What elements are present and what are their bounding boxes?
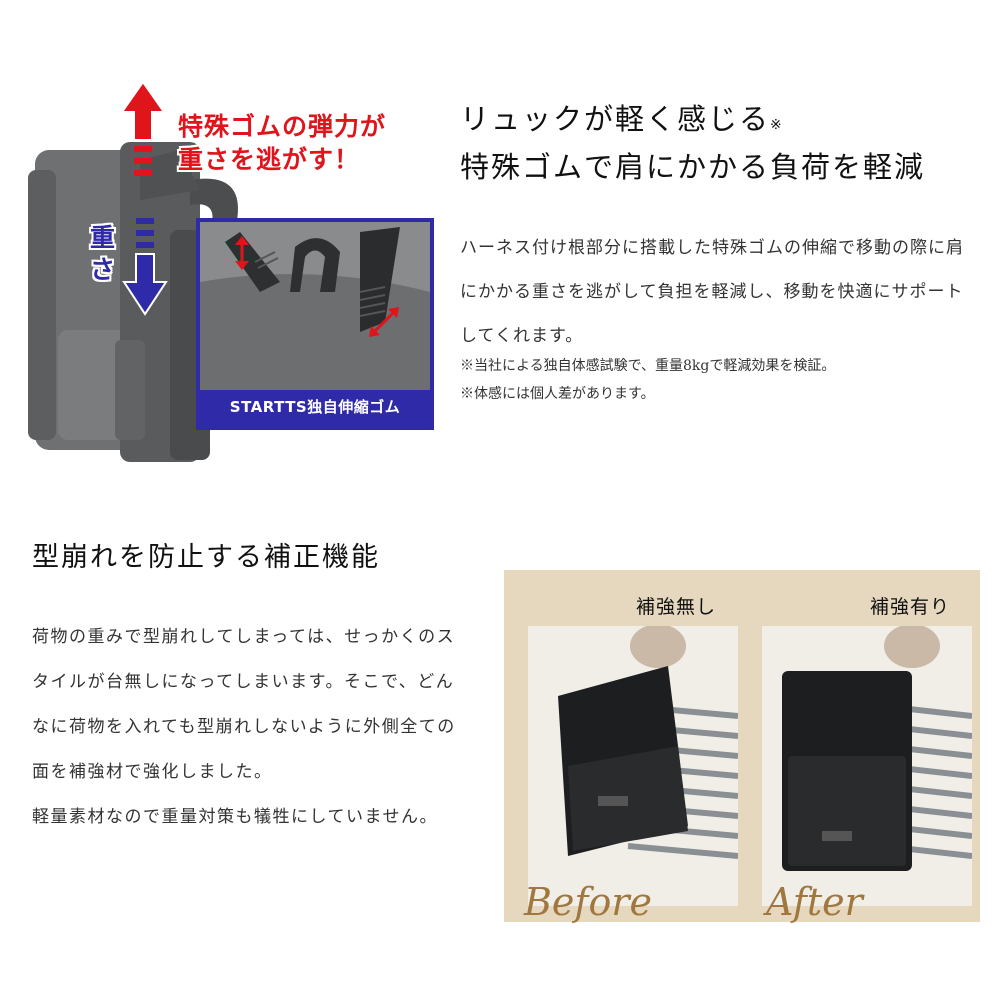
after-label: 補強有り [870,596,951,618]
callout-red: 特殊ゴムの弾力が 重さを逃がす！ [178,110,386,176]
elastic-strap-photo [200,222,430,390]
after-tag: After [766,880,863,924]
feature1-title-line2: 特殊ゴムで肩にかかる負荷を軽減 [460,150,926,184]
feature2-title: 型崩れを防止する補正機能 [32,542,380,573]
arrow-down-icon [122,218,168,316]
feature1-notes: ※当社による独自体感試験で、重量8kgで軽減効果を検証。 ※体感には個人差があり… [460,352,980,408]
after-photo [762,626,972,906]
resize-arrow-icon [235,236,249,270]
feature2-body-p1: 荷物の重みで型崩れしてしまっては、せっかくのスタイルが台無しになってしまいます。… [32,627,456,782]
arrow-up-icon [120,80,166,176]
before-photo [528,626,738,906]
feature1-title-line1: リュックが軽く感じる [460,102,771,136]
feature2-body: 荷物の重みで型崩れしてしまっては、せっかくのスタイルが台無しになってしまいます。… [32,615,472,840]
before-after-comparison: 補強無し 補強有り [504,570,980,922]
elastic-detail-inset: STARTTS独自伸縮ゴム [196,218,434,430]
before-tag: Before [524,880,653,924]
feature1-note2: ※体感には個人差があります。 [460,386,655,402]
feature2-body-p2: 軽量素材なので重量対策も犠牲にしていません。 [32,807,438,827]
feature1-title-note-mark: ※ [770,117,782,133]
feature1-title: リュックが軽く感じる※ 特殊ゴムで肩にかかる負荷を軽減 [460,98,980,188]
callout-red-line1: 特殊ゴムの弾力が [178,112,387,141]
callout-blue: 重さ [90,223,116,284]
resize-arrow-icon [369,307,399,337]
callout-red-line2: 重さを逃がす！ [178,145,361,174]
before-label: 補強無し [636,596,717,618]
inset-label: STARTTS独自伸縮ゴム [229,398,401,416]
feature1-note1: ※当社による独自体感試験で、重量8kgで軽減効果を検証。 [460,358,836,374]
feature1-body: ハーネス付け根部分に搭載した特殊ゴムの伸縮で移動の際に肩にかかる重さを逃がして負… [460,238,964,346]
